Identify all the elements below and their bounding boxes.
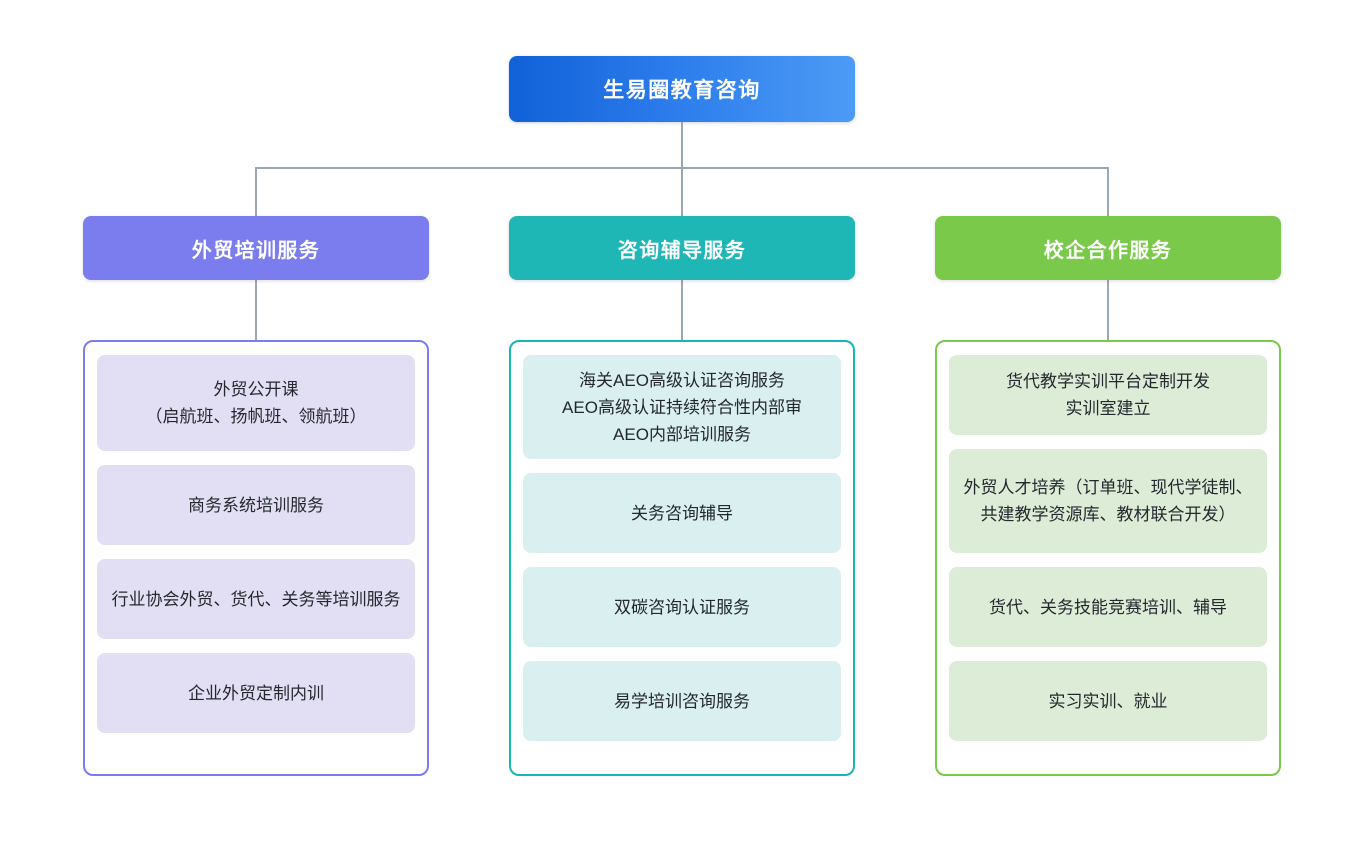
leaf-item[interactable]: 双碳咨询认证服务 bbox=[523, 567, 841, 647]
branch-column-xiaoqi-hezuo: 校企合作服务 货代教学实训平台定制开发 实训室建立 外贸人才培养（订单班、现代学… bbox=[935, 216, 1281, 776]
branch-header-0-label: 外贸培训服务 bbox=[191, 239, 321, 262]
branch-header-1-label: 咨询辅导服务 bbox=[617, 239, 747, 262]
leaf-item-label: 易学培训咨询服务 bbox=[614, 691, 750, 711]
leaf-item-label: 外贸人才培养（订单班、现代学徒制、共建教学资源库、教材联合开发） bbox=[963, 478, 1253, 524]
leaf-item[interactable]: 实习实训、就业 bbox=[949, 661, 1267, 741]
leaf-item[interactable]: 货代、关务技能竞赛培训、辅导 bbox=[949, 567, 1267, 647]
branch-header-0[interactable]: 外贸培训服务 bbox=[83, 216, 429, 280]
leaf-item[interactable]: 行业协会外贸、货代、关务等培训服务 bbox=[97, 559, 415, 639]
leaf-item-label: 海关AEO高级认证咨询服务 AEO高级认证持续符合性内部审 AEO内部培训服务 bbox=[562, 370, 802, 444]
leaf-item[interactable]: 商务系统培训服务 bbox=[97, 465, 415, 545]
branch-items-box-0: 外贸公开课 （启航班、扬帆班、领航班） 商务系统培训服务 行业协会外贸、货代、关… bbox=[83, 340, 429, 776]
leaf-item[interactable]: 外贸人才培养（订单班、现代学徒制、共建教学资源库、教材联合开发） bbox=[949, 449, 1267, 553]
leaf-item[interactable]: 外贸公开课 （启航班、扬帆班、领航班） bbox=[97, 355, 415, 451]
leaf-item[interactable]: 关务咨询辅导 bbox=[523, 473, 841, 553]
root-node-label: 生易圈教育咨询 bbox=[603, 79, 761, 102]
leaf-item-label: 实习实训、就业 bbox=[1048, 691, 1168, 711]
leaf-item-label: 企业外贸定制内训 bbox=[188, 683, 324, 703]
connector-branch-2-drop bbox=[1107, 167, 1109, 216]
leaf-item[interactable]: 企业外贸定制内训 bbox=[97, 653, 415, 733]
leaf-item-label: 商务系统培训服务 bbox=[188, 495, 324, 515]
leaf-item-label: 货代教学实训平台定制开发 实训室建立 bbox=[1006, 372, 1210, 418]
connector-branch-1-drop bbox=[681, 167, 683, 216]
branch-header-1[interactable]: 咨询辅导服务 bbox=[509, 216, 855, 280]
leaf-item-label: 货代、关务技能竞赛培训、辅导 bbox=[989, 597, 1227, 617]
leaf-item[interactable]: 易学培训咨询服务 bbox=[523, 661, 841, 741]
branch-items-box-1: 海关AEO高级认证咨询服务 AEO高级认证持续符合性内部审 AEO内部培训服务 … bbox=[509, 340, 855, 776]
branch-header-2[interactable]: 校企合作服务 bbox=[935, 216, 1281, 280]
connector-root-stem bbox=[681, 122, 683, 168]
branch-items-box-2: 货代教学实训平台定制开发 实训室建立 外贸人才培养（订单班、现代学徒制、共建教学… bbox=[935, 340, 1281, 776]
leaf-item-label: 双碳咨询认证服务 bbox=[614, 597, 750, 617]
connector-branch-1-to-items bbox=[681, 280, 683, 340]
leaf-item-label: 行业协会外贸、货代、关务等培训服务 bbox=[111, 589, 401, 609]
root-node[interactable]: 生易圈教育咨询 bbox=[509, 56, 855, 122]
leaf-item-label: 关务咨询辅导 bbox=[631, 503, 733, 523]
connector-branch-0-drop bbox=[255, 167, 257, 216]
leaf-item-label: 外贸公开课 （启航班、扬帆班、领航班） bbox=[145, 380, 367, 426]
connector-branch-0-to-items bbox=[255, 280, 257, 340]
connector-branch-2-to-items bbox=[1107, 280, 1109, 340]
branch-header-2-label: 校企合作服务 bbox=[1043, 239, 1173, 262]
branch-column-zixun-fudao: 咨询辅导服务 海关AEO高级认证咨询服务 AEO高级认证持续符合性内部审 AEO… bbox=[509, 216, 855, 776]
leaf-item[interactable]: 海关AEO高级认证咨询服务 AEO高级认证持续符合性内部审 AEO内部培训服务 bbox=[523, 355, 841, 459]
leaf-item[interactable]: 货代教学实训平台定制开发 实训室建立 bbox=[949, 355, 1267, 435]
branch-column-waimao-peixun: 外贸培训服务 外贸公开课 （启航班、扬帆班、领航班） 商务系统培训服务 行业协会… bbox=[83, 216, 429, 776]
